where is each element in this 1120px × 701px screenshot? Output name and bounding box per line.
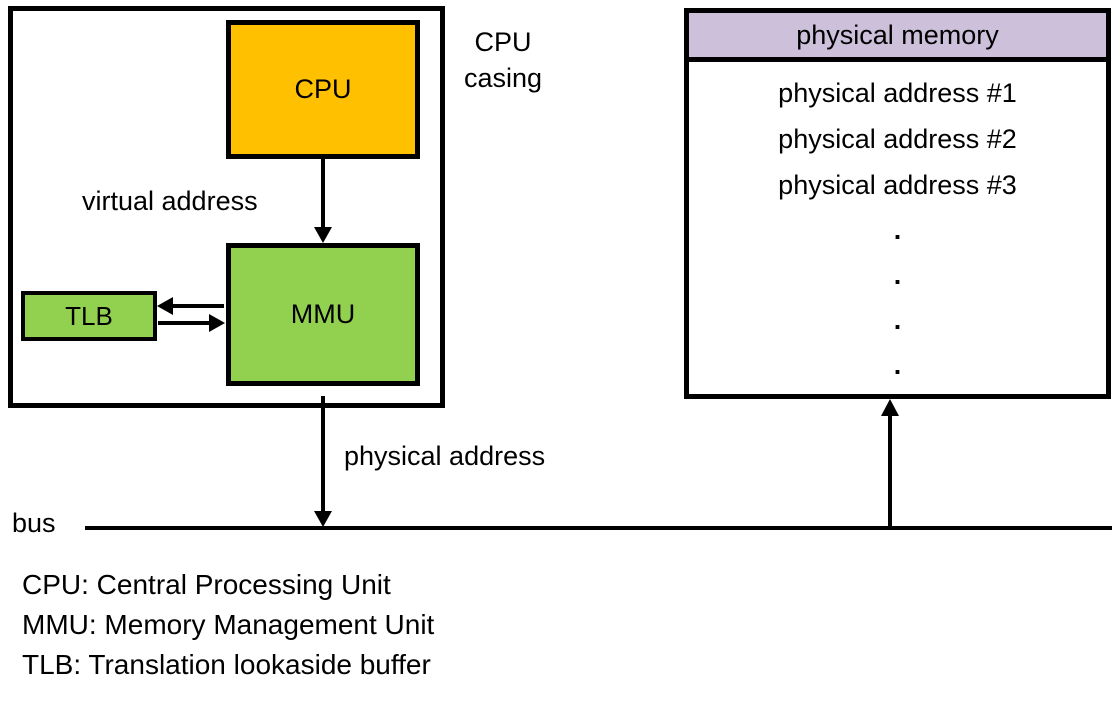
physical-memory-title: physical memory xyxy=(689,13,1106,62)
legend: CPU: Central Processing Unit MMU: Memory… xyxy=(22,565,434,685)
mmu-to-bus-arrow xyxy=(314,396,332,527)
memory-row: physical address #3 xyxy=(778,170,1017,200)
legend-line-tlb: TLB: Translation lookaside buffer xyxy=(22,649,431,680)
tlb-box: TLB xyxy=(21,291,157,341)
memory-ellipsis-dot: . xyxy=(893,260,902,290)
legend-line-cpu: CPU: Central Processing Unit xyxy=(22,569,391,600)
mmu-label: MMU xyxy=(290,299,356,329)
cpu-casing-label: CPU casing xyxy=(463,27,543,94)
mmu-box: MMU xyxy=(226,243,420,386)
memory-ellipsis-dot: . xyxy=(893,350,902,380)
memory-row: physical address #1 xyxy=(778,78,1017,108)
bus-label: bus xyxy=(12,508,56,538)
cpu-label: CPU xyxy=(294,74,352,104)
legend-line-mmu: MMU: Memory Management Unit xyxy=(22,609,435,640)
memory-ellipsis-dot: . xyxy=(893,305,902,335)
physical-memory-rows: physical address #1 physical address #2 … xyxy=(689,62,1106,388)
memory-row: physical address #2 xyxy=(778,124,1017,154)
bus-to-memory-arrow xyxy=(881,399,899,526)
virtual-address-label: virtual address xyxy=(82,186,258,216)
physical-address-label: physical address xyxy=(344,441,546,471)
physical-memory-box: physical memory physical address #1 phys… xyxy=(684,8,1111,399)
tlb-label: TLB xyxy=(65,300,113,331)
memory-ellipsis-dot: . xyxy=(893,215,902,245)
cpu-box: CPU xyxy=(226,20,420,159)
cpu-casing-box xyxy=(8,6,445,408)
